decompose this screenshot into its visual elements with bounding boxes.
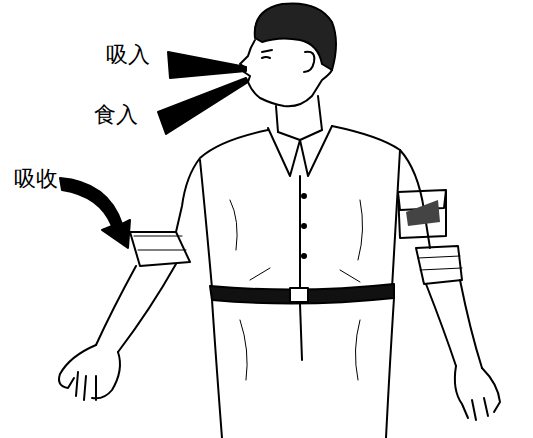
route-label: 吸入 xyxy=(106,44,150,66)
button xyxy=(302,224,306,228)
right-hand xyxy=(455,366,500,420)
inhalation-arrow xyxy=(168,52,246,78)
collar xyxy=(268,126,332,176)
eye xyxy=(262,50,272,58)
route-label: 食入 xyxy=(94,104,138,126)
left-arm xyxy=(176,130,268,232)
placket xyxy=(299,176,301,290)
sleeve-fold xyxy=(418,256,462,270)
right-arm xyxy=(332,126,430,248)
ingestion-arrow xyxy=(158,78,248,134)
trouser-fold xyxy=(240,320,360,380)
shirt-fold xyxy=(230,200,363,282)
shirt-pocket xyxy=(398,190,446,238)
hair xyxy=(255,3,336,70)
button xyxy=(302,194,306,198)
pocket-item xyxy=(406,200,440,226)
right-sleeve xyxy=(416,246,462,284)
absorption-arrow xyxy=(60,178,130,248)
trousers xyxy=(212,298,394,438)
right-forearm xyxy=(426,280,482,368)
route-label: 吸收 xyxy=(14,168,58,190)
sleeve-fold xyxy=(134,236,186,250)
belt xyxy=(210,284,394,304)
left-sleeve xyxy=(130,232,190,266)
button xyxy=(302,254,306,258)
left-forearm xyxy=(96,264,176,352)
belt-buckle xyxy=(290,288,308,302)
neck xyxy=(276,96,322,132)
ear xyxy=(304,52,314,72)
left-hand xyxy=(59,345,120,400)
